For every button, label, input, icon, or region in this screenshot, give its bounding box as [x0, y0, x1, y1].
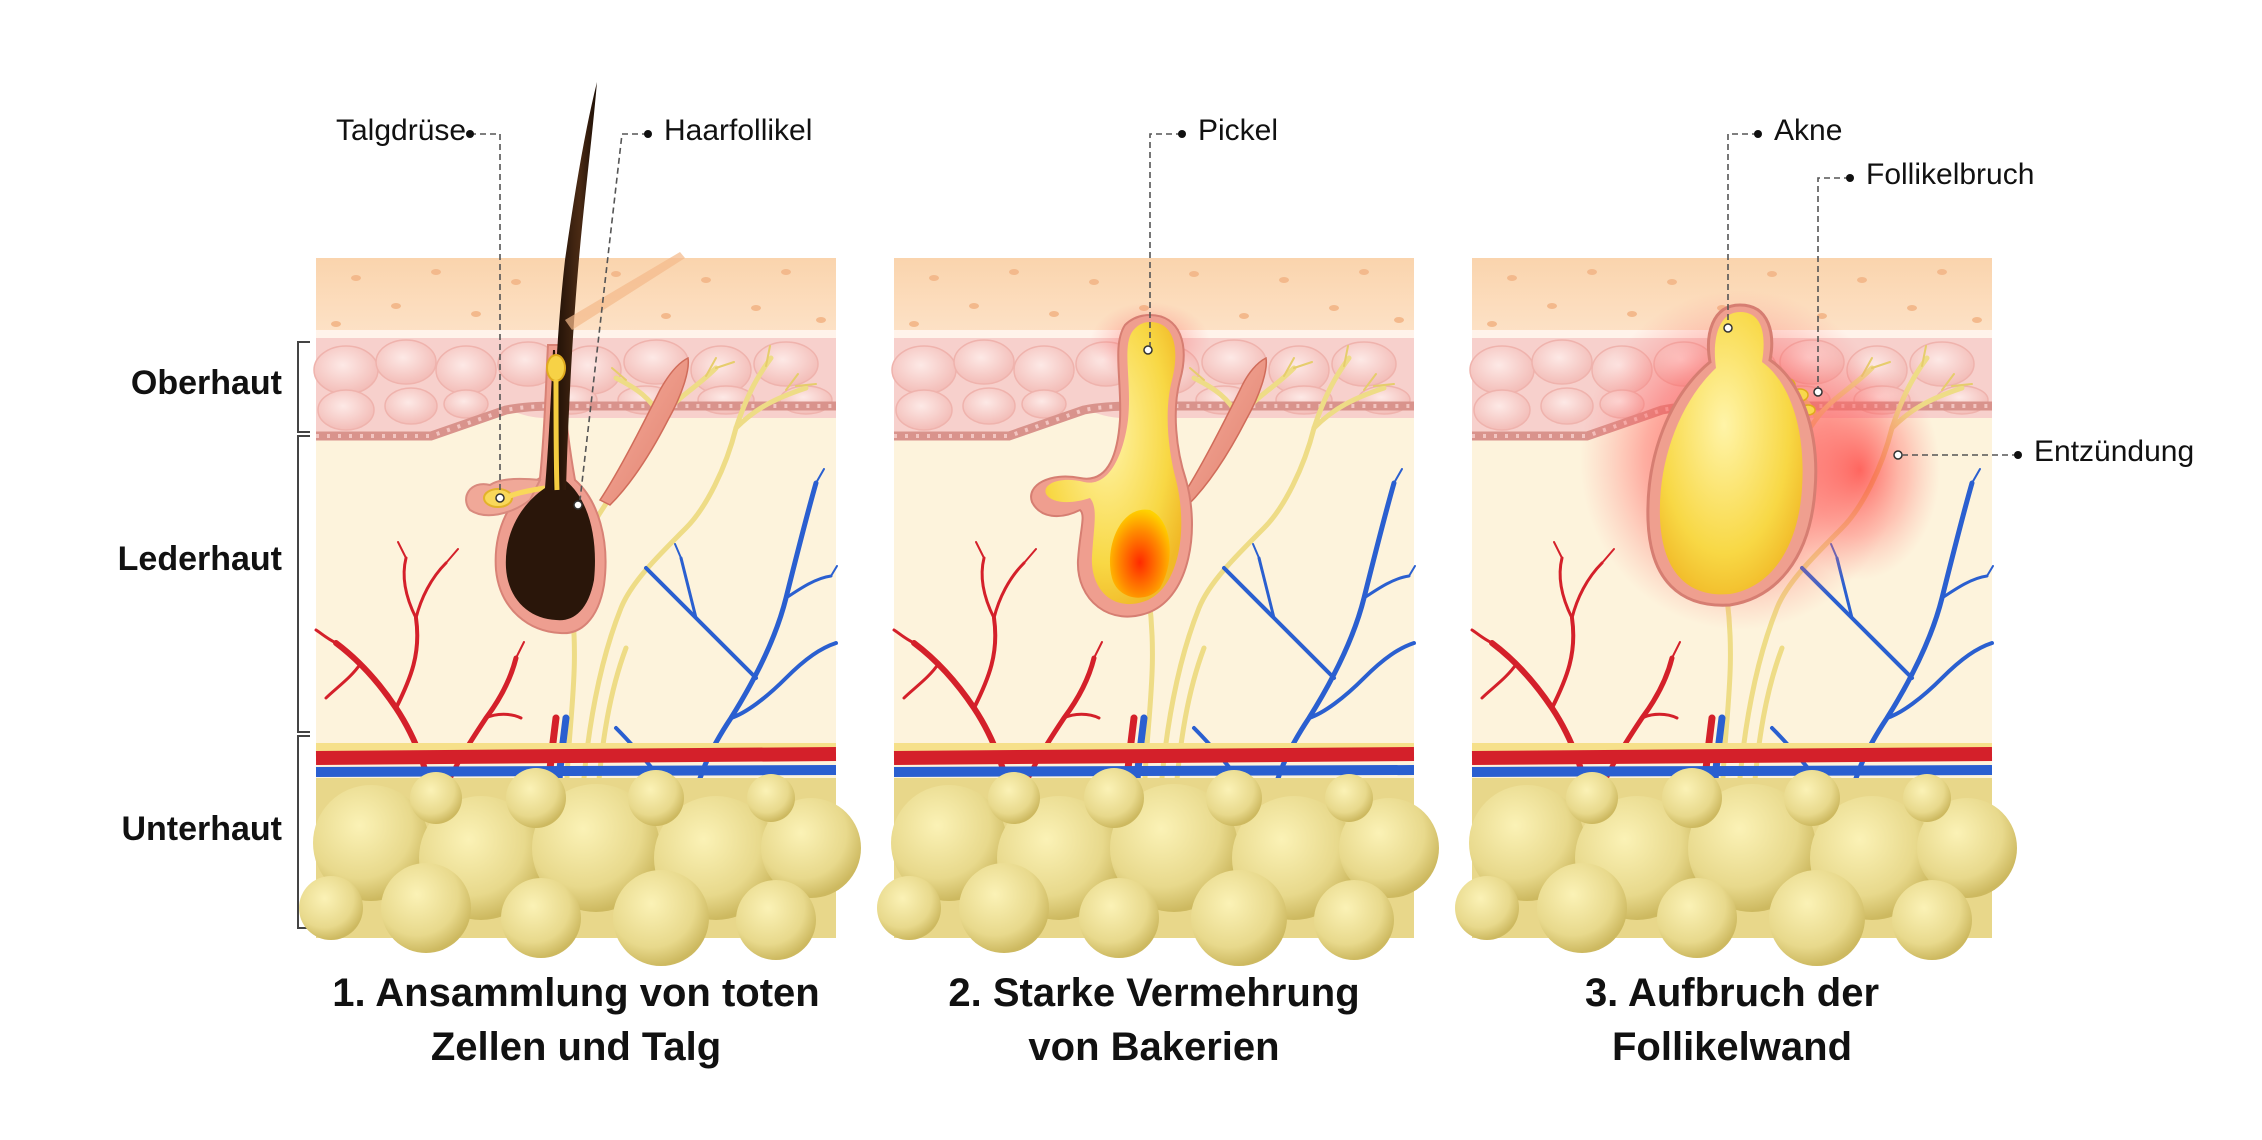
- caption-panel-3-line-1: 3. Aufbruch der: [1584, 971, 1880, 1015]
- callout-follikelbruch: Follikelbruch: [1866, 158, 2035, 191]
- layer-brackets: [297, 341, 310, 929]
- layer-label-lederhaut: Lederhaut: [117, 540, 282, 578]
- callout-akne: Akne: [1774, 114, 1843, 147]
- caption-panel-2-line-2: von Bakerien: [1028, 1025, 1280, 1069]
- caption-panel-1-line-2: Zellen und Talg: [430, 1025, 722, 1069]
- callout-talgdruese: Talgdrüse: [336, 114, 467, 147]
- panel-3-acne: [1580, 290, 1940, 630]
- caption-panel-2: 2. Starke Vermehrung von Bakerien: [874, 966, 1434, 1074]
- layer-label-oberhaut: Oberhaut: [130, 364, 282, 402]
- panel-1-follicle: [465, 82, 690, 635]
- callout-endpoints: [495, 493, 583, 510]
- caption-panel-1-line-1: 1. Ansammlung von toten: [332, 971, 820, 1015]
- callout-haarfollikel: Haarfollikel: [664, 114, 813, 147]
- panel-2-pimple: [1030, 302, 1268, 618]
- caption-panel-3: 3. Aufbruch der Follikelwand: [1452, 966, 2012, 1074]
- caption-panel-3-line-2: Follikelwand: [1611, 1025, 1853, 1069]
- layer-label-unterhaut: Unterhaut: [121, 810, 282, 848]
- caption-panel-1: 1. Ansammlung von toten Zellen und Talg: [296, 966, 856, 1074]
- callout-dots: [466, 130, 2022, 459]
- callout-lines: [470, 133, 2018, 501]
- callout-pickel: Pickel: [1198, 114, 1279, 147]
- callout-entzuendung: Entzündung: [2034, 435, 2195, 468]
- caption-panel-2-line-1: 2. Starke Vermehrung: [948, 971, 1360, 1015]
